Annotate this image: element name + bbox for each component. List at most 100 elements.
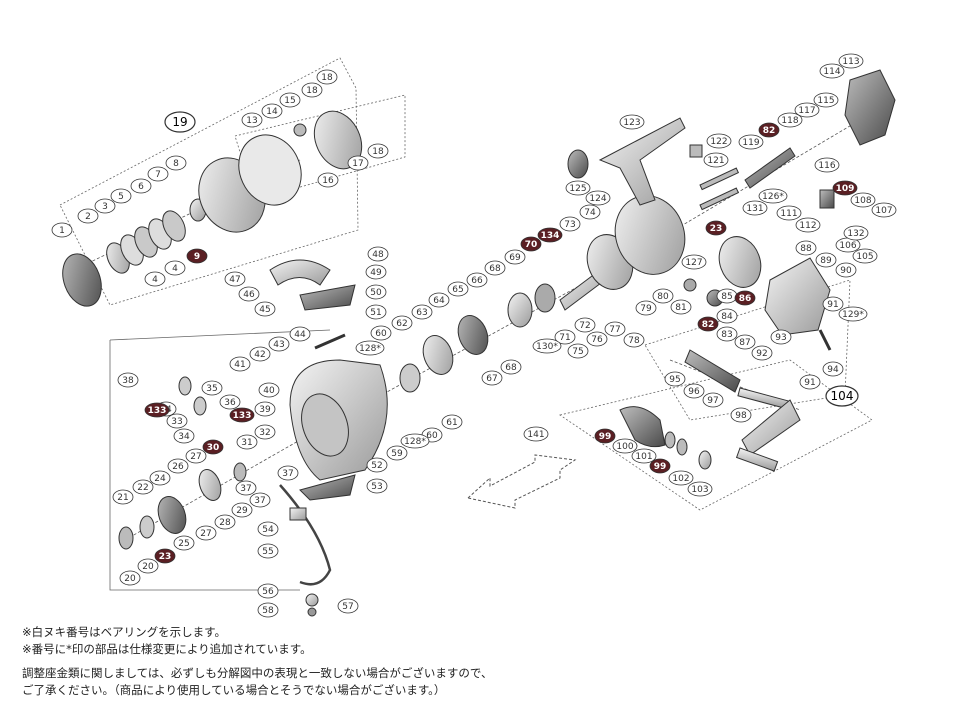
part-callout: 64	[428, 292, 450, 308]
callout-bubble	[147, 166, 169, 182]
callout-bubble	[112, 489, 134, 505]
footnote-washers: 調整座金類に関しましては、必ずしも分解図中の表現と一致しない場合がございますので…	[22, 666, 493, 680]
part-callout: 130*	[532, 338, 562, 354]
part-callout: 43	[268, 336, 290, 352]
spool-parts	[62, 110, 363, 307]
part-callout: 46	[238, 286, 260, 302]
callout-bubble	[835, 262, 857, 278]
bail-arm	[269, 259, 331, 286]
callout-number: 78	[628, 336, 640, 346]
callout-bubble	[119, 570, 141, 586]
callout-number: 99	[599, 432, 612, 442]
part-callout: 113	[838, 53, 864, 69]
part-callout: 112	[795, 217, 821, 233]
part-callout: 91	[822, 296, 844, 312]
callout-number: 60	[375, 329, 387, 339]
callout-number: 97	[707, 396, 718, 406]
callout-bubble	[400, 433, 430, 449]
callout-number: 31	[241, 438, 252, 448]
callout-bubble	[500, 359, 522, 375]
part-callout: 15	[279, 92, 301, 108]
callout-number: 129*	[842, 310, 864, 320]
callout-number: 13	[246, 116, 257, 126]
callout-bubble	[523, 426, 549, 442]
assembly-label-text: 19	[172, 115, 187, 129]
part-callout: 20	[137, 558, 159, 574]
callout-number: 27	[190, 452, 201, 462]
callout-bubble	[683, 383, 705, 399]
part-callout: 74	[579, 204, 601, 220]
assembly-label-text: 104	[831, 389, 854, 403]
part-callout: 13	[241, 112, 263, 128]
part-callout: 72	[574, 317, 596, 333]
callout-bubble	[337, 598, 359, 614]
callout-number: 39	[259, 405, 271, 415]
callout-number: 133	[148, 406, 167, 416]
callout-bubble	[537, 227, 563, 243]
part-callout: 35	[201, 380, 223, 396]
part-callout: 94	[822, 361, 844, 377]
part-callout: 67	[481, 370, 503, 386]
callout-number: 42	[254, 350, 265, 360]
part-callout: 128*	[400, 433, 430, 449]
part-callout: 125	[565, 180, 591, 196]
bail-wire	[279, 484, 332, 586]
callout-bubble	[268, 336, 290, 352]
callout-number: 37	[282, 469, 293, 479]
assembly-label: 19	[164, 111, 196, 133]
callout-bubble	[117, 372, 139, 388]
callout-number: 93	[775, 333, 786, 343]
callout-bubble	[355, 340, 385, 356]
part-callout: 38	[117, 372, 139, 388]
callout-bubble	[652, 288, 674, 304]
part-callout: 98	[730, 407, 752, 423]
part-callout: 76	[586, 331, 608, 347]
callout-bubble	[730, 407, 752, 423]
callout-bubble	[703, 152, 729, 168]
callout-number: 25	[178, 539, 189, 549]
callout-bubble	[173, 535, 195, 551]
callout-number: 98	[735, 411, 747, 421]
part-callout: 96	[683, 383, 705, 399]
part-callout: 41	[229, 356, 251, 372]
callout-bubble	[370, 325, 392, 341]
callout-bubble	[565, 180, 591, 196]
callout-number: 108	[854, 196, 871, 206]
part-callout: 97	[702, 392, 724, 408]
callout-bubble	[289, 326, 311, 342]
callout-number: 9	[194, 252, 200, 262]
callout-number: 82	[763, 126, 776, 136]
part-callout: 14	[261, 103, 283, 119]
callout-number: 112	[799, 221, 816, 231]
callout-number: 4	[152, 275, 158, 285]
part-callout: 4	[144, 271, 166, 287]
callout-number: 55	[262, 547, 273, 557]
callout-bubble	[850, 192, 876, 208]
part-callout: 5	[110, 188, 132, 204]
part-callout: 68	[484, 260, 506, 276]
callout-bubble	[235, 480, 257, 496]
callout-bubble	[697, 316, 719, 332]
callout-bubble	[777, 112, 803, 128]
callout-number: 126*	[762, 192, 784, 202]
callout-number: 18	[321, 73, 333, 83]
body-parts	[399, 69, 896, 393]
part-callout: 48	[367, 246, 389, 262]
part-callout: 121	[703, 152, 729, 168]
callout-number: 82	[702, 320, 715, 330]
callout-number: 4	[172, 264, 178, 274]
callout-bubble	[365, 284, 387, 300]
part-callout: 129*	[838, 306, 868, 322]
callout-bubble	[815, 252, 837, 268]
part-callout: 63	[411, 304, 433, 320]
part-callout: 95	[664, 371, 686, 387]
callout-bubble	[734, 290, 756, 306]
part-callout: 54	[257, 521, 279, 537]
callout-bubble	[635, 300, 657, 316]
footnote-bearing: ※白ヌキ番号はベアリングを示します。	[22, 625, 226, 639]
part-callout: 55	[257, 543, 279, 559]
part-callout: 40	[258, 382, 280, 398]
callout-number: 62	[396, 319, 407, 329]
callout-bubble	[249, 492, 271, 508]
footnote-asterisk: ※番号に*印の部品は仕様変更により追加されています。	[22, 642, 312, 656]
